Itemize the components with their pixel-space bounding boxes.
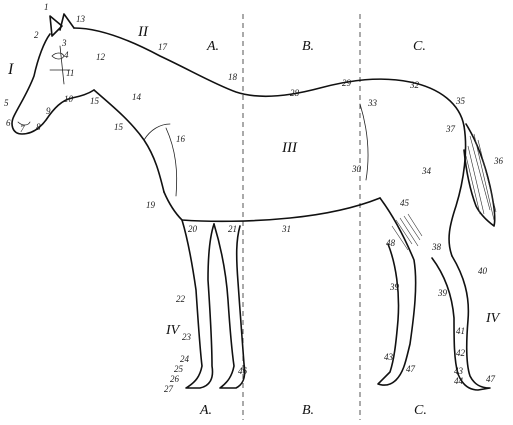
point-label: 45 [400, 198, 410, 208]
point-label: 36 [493, 156, 504, 166]
hind-leg-far [431, 255, 491, 391]
region-label: I [7, 61, 14, 78]
point-label: 3 [61, 38, 67, 48]
point-label: 2 [34, 30, 39, 40]
point-label: 32 [409, 80, 420, 90]
point-label: 39 [389, 282, 400, 292]
point-label: 27 [164, 384, 174, 394]
shoulder-line [143, 123, 171, 141]
point-label: 34 [421, 166, 432, 176]
point-label: 28 [290, 88, 300, 98]
point-label: 44 [454, 376, 464, 386]
hind-leg-near [377, 197, 417, 386]
point-label: 25 [174, 364, 184, 374]
point-label: 14 [132, 92, 142, 102]
section-label-top: B. [302, 39, 314, 54]
point-label: 39 [437, 288, 448, 298]
point-label: 21 [228, 224, 237, 234]
point-label: 33 [367, 98, 378, 108]
point-label: 9 [46, 106, 51, 116]
point-label: 40 [478, 266, 488, 276]
point-label: 35 [455, 96, 466, 106]
point-label: 22 [176, 294, 186, 304]
point-labels: 1 2 3 4 5 6 7 8 9 10 11 12 13 14 15 15 1… [4, 2, 504, 394]
point-label: 23 [182, 332, 192, 342]
horse-hindquarter [448, 125, 467, 257]
horse-neck-underside [93, 89, 165, 193]
region-label: IV [165, 323, 181, 338]
point-label: 24 [180, 354, 190, 364]
section-label-top: C. [413, 39, 426, 54]
point-label: 46 [238, 366, 248, 376]
point-label: 8 [36, 122, 41, 132]
horse-illustration [11, 13, 497, 391]
point-label: 37 [445, 124, 456, 134]
section-label-top: A. [206, 39, 219, 54]
point-label: 17 [158, 42, 168, 52]
region-label: III [281, 140, 298, 156]
horse-ear [49, 15, 63, 37]
point-label: 1 [44, 2, 49, 12]
point-label: 47 [406, 364, 416, 374]
point-label: 43 [454, 366, 464, 376]
point-label: 38 [431, 242, 442, 252]
tail-hatching [465, 133, 497, 221]
point-label: 42 [456, 348, 466, 358]
point-label: 47 [486, 374, 496, 384]
horse-nostril [17, 121, 31, 126]
point-label: 13 [76, 14, 86, 24]
point-label: 41 [456, 326, 465, 336]
point-label: 4 [64, 50, 69, 60]
point-label: 48 [386, 238, 396, 248]
point-label: 29 [342, 78, 352, 88]
horse-topline [73, 27, 465, 127]
section-label-bottom: B. [302, 403, 314, 418]
point-label: 31 [281, 224, 291, 234]
point-label: 26 [170, 374, 180, 384]
point-label: 20 [188, 224, 198, 234]
point-label: 16 [176, 134, 186, 144]
point-label: 6 [6, 118, 11, 128]
point-label: 7 [20, 124, 25, 134]
point-label: 30 [351, 164, 362, 174]
region-label: IV [485, 311, 501, 326]
front-leg-far [213, 223, 246, 389]
bridle-lines [49, 45, 71, 85]
hip-line [359, 103, 369, 181]
point-label: 19 [146, 200, 156, 210]
point-label: 10 [64, 94, 74, 104]
section-label-bottom: A. [199, 403, 212, 418]
point-label: 5 [4, 98, 9, 108]
horse-ear [59, 13, 75, 31]
point-label: 15 [114, 122, 124, 132]
section-label-bottom: C. [414, 403, 427, 418]
horse-eye [51, 52, 65, 60]
front-leg-near [181, 219, 215, 389]
shoulder-blade-line [165, 127, 178, 197]
point-label: 15 [90, 96, 100, 106]
point-label: 11 [66, 68, 74, 78]
horse-head [11, 33, 95, 135]
stifle-shading [391, 213, 423, 251]
point-label: 18 [228, 72, 238, 82]
horse-belly [163, 191, 381, 223]
point-label: 12 [96, 52, 106, 62]
region-label: II [137, 24, 149, 40]
point-label: 43 [384, 352, 394, 362]
